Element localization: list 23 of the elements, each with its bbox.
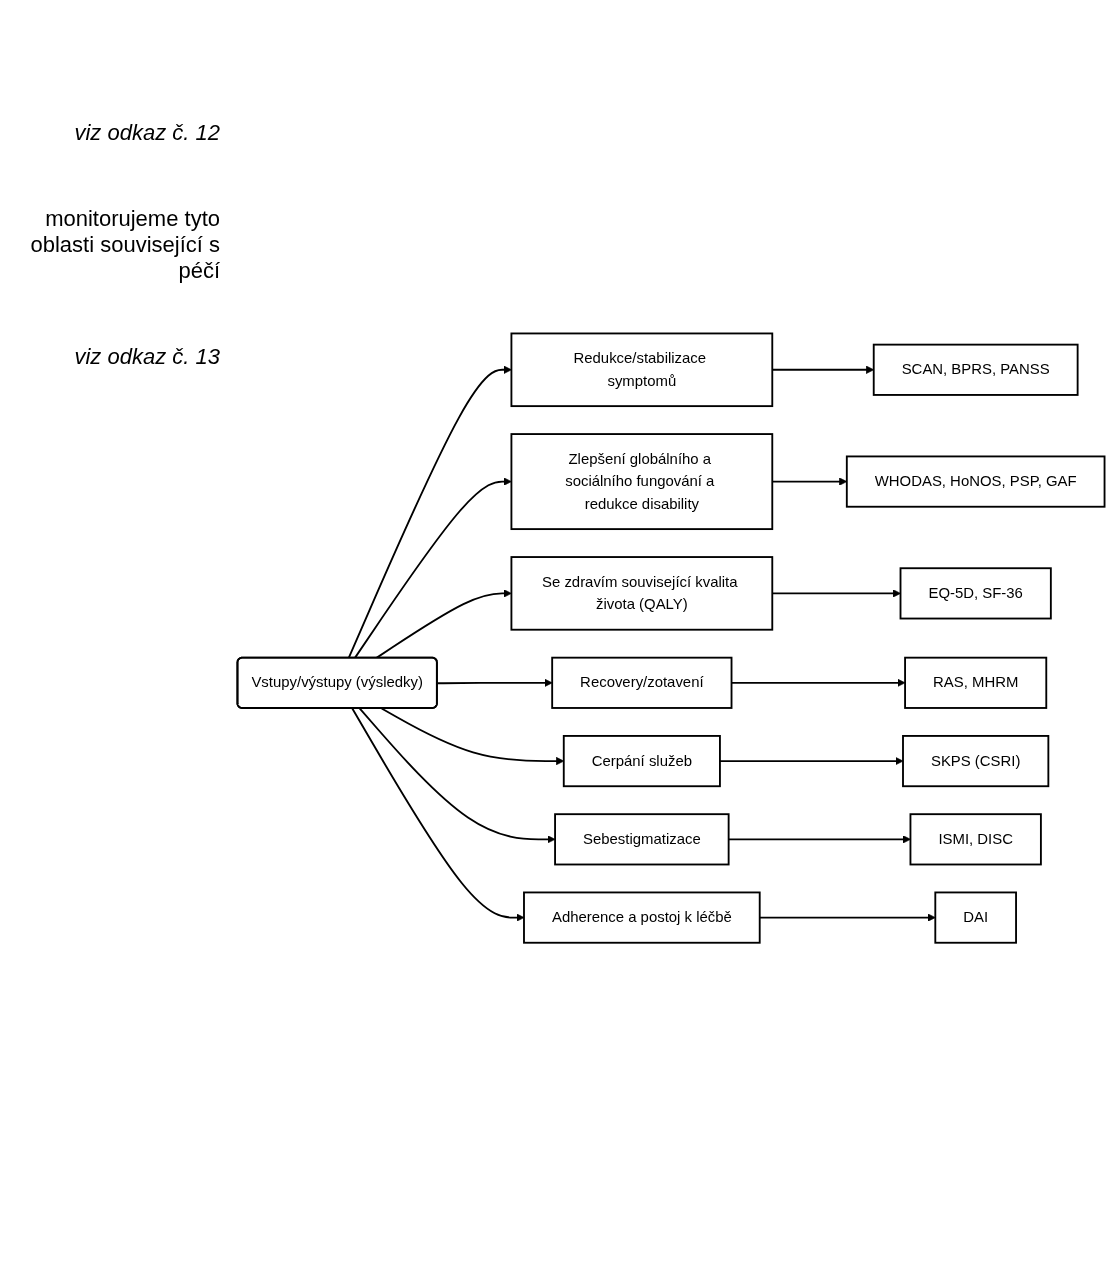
node-box: DAI xyxy=(934,891,1017,944)
node-box: RAS, MHRM xyxy=(904,656,1048,709)
node-box: Redukce/stabilizace symptomů xyxy=(510,332,774,407)
node-box: Sebestigmatizace xyxy=(554,813,730,866)
node-box: EQ-5D, SF-36 xyxy=(899,567,1052,620)
node-box: SCAN, BPRS, PANSS xyxy=(872,343,1079,396)
arrow xyxy=(358,707,556,844)
node-box: Recovery/zotavení xyxy=(551,656,733,709)
node-box: WHODAS, HoNOS, PSP, GAF xyxy=(845,455,1106,508)
reference-note: viz odkaz č. 13 xyxy=(73,344,220,370)
arrow xyxy=(375,589,512,659)
node-box: SKPS (CSRI) xyxy=(902,734,1050,788)
node-box: Zlepšení globálního a sociálního fungování a redukce disability xyxy=(510,433,774,530)
arrow xyxy=(347,365,512,659)
node-box: Adherence a postoj k léčbě xyxy=(523,891,761,944)
reference-note: viz odkaz č. 12 xyxy=(73,120,220,146)
node-box: Cerpání služeb xyxy=(562,734,721,788)
arrow xyxy=(719,756,904,766)
node-box: Se zdravím související kvalita života (QALY) xyxy=(510,556,774,631)
node-box: ISMI, DISC xyxy=(909,813,1042,866)
arrow xyxy=(353,477,512,659)
arrow xyxy=(436,678,553,687)
annotation-text: monitorujeme tyto oblasti související s péčí xyxy=(29,206,220,284)
